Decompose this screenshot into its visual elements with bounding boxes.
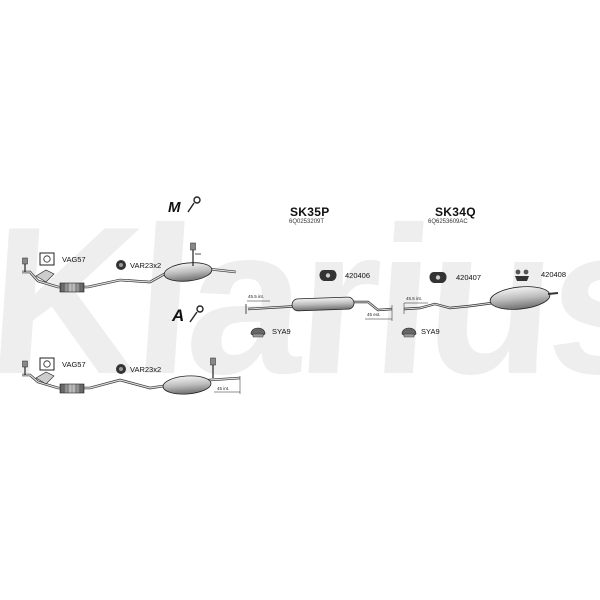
rubber-mount-420407 bbox=[429, 272, 447, 283]
gasket-vag57-top bbox=[39, 252, 55, 266]
gasket-vag57-bottom bbox=[39, 357, 55, 371]
rubber-mount-420408 bbox=[515, 269, 529, 281]
label-var23-top: VAR23x2 bbox=[130, 261, 162, 270]
kit-part-sk35p: 6Q0253209T bbox=[289, 219, 325, 225]
dim-label-45-ext: 45 ext. bbox=[367, 312, 381, 317]
label-420407: 420407 bbox=[456, 273, 482, 282]
dim-label-45-int: 45 int. bbox=[217, 386, 230, 391]
clamp-sya9-mid bbox=[250, 327, 266, 338]
kit-part-sk34q: 6Q6253609AC bbox=[428, 219, 468, 225]
label-sya9-right: SYA9 bbox=[421, 327, 440, 336]
label-420408: 420408 bbox=[541, 270, 567, 279]
clamp-var23-top bbox=[116, 260, 126, 270]
spanner-icon bbox=[187, 196, 204, 323]
logo-m: M bbox=[168, 199, 181, 216]
label-420406: 420406 bbox=[345, 271, 371, 280]
label-vag57-top: VAG57 bbox=[62, 255, 86, 264]
label-vag57-bottom: VAG57 bbox=[62, 360, 86, 369]
label-sya9-mid: SYA9 bbox=[272, 327, 291, 336]
logo-a: A bbox=[172, 306, 185, 325]
front-pipe-top bbox=[22, 242, 237, 293]
kit-code-sk34q: SK34Q bbox=[435, 205, 476, 219]
rubber-mount-420406 bbox=[319, 270, 337, 281]
clamp-sya9-right bbox=[401, 327, 417, 338]
rear-silencer bbox=[403, 286, 559, 314]
centre-silencer bbox=[245, 296, 393, 321]
dim-label-45-5-int-right: 45.5 int. bbox=[406, 296, 423, 301]
dim-label-45-5-int-mid: 45.5 int. bbox=[248, 294, 265, 299]
clamp-var23-bottom bbox=[116, 364, 126, 374]
front-pipe-bottom bbox=[22, 357, 241, 395]
label-var23-bottom: VAR23x2 bbox=[130, 365, 162, 374]
kit-code-sk35p: SK35P bbox=[290, 205, 330, 219]
